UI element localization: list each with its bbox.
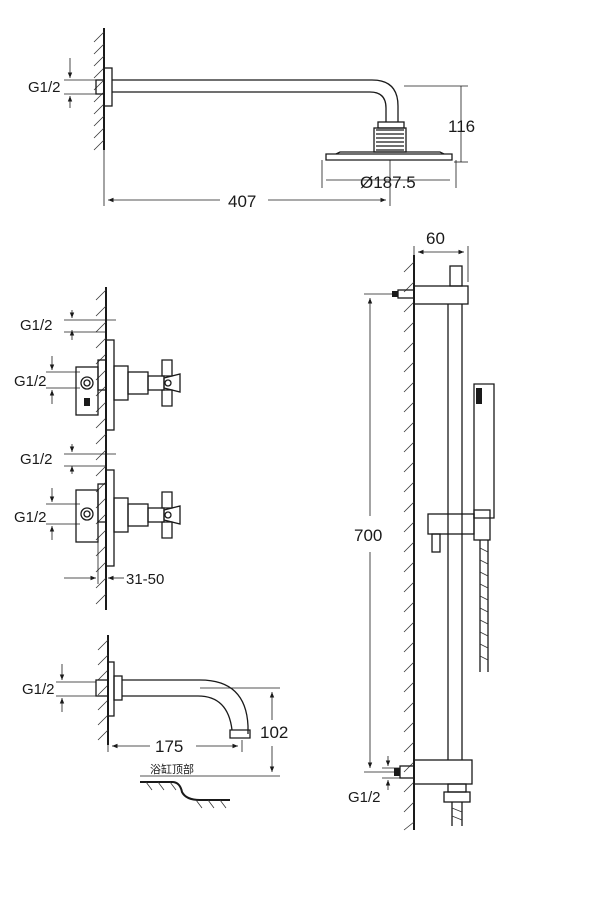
lower-valve	[75, 469, 181, 567]
hand-shower	[473, 383, 495, 541]
wall-hatch-valves	[95, 289, 107, 605]
bathtub-hatch	[145, 781, 227, 809]
nut-ridges	[373, 127, 407, 153]
lower-valve-outlet-label: G1/2	[20, 451, 53, 468]
spout-height-dim: 102	[260, 723, 288, 742]
shower-head-diameter: Ø187.5	[360, 173, 416, 192]
spout-thread-label: G1/2	[22, 681, 55, 698]
upper-valve	[75, 339, 181, 431]
upper-valve-inlet-label: G1/2	[14, 373, 47, 390]
wall-hatch-spout	[97, 639, 109, 741]
wall-hatch-slide	[403, 261, 415, 831]
valve-group: G1/2 G1/2 G1/2 G1/2	[14, 287, 181, 610]
shower-arm-length: 407	[228, 192, 256, 211]
shower-height-dim: 116	[448, 117, 475, 136]
slide-bar-height-dim: 700	[354, 526, 382, 545]
spout-length-dim: 175	[155, 737, 183, 756]
shower-head-assembly: G1/2 116 Ø187.5 407	[28, 28, 475, 211]
lower-valve-inlet-label: G1/2	[14, 509, 47, 526]
slide-bar-assembly: 60 700 G1/2	[348, 229, 495, 831]
wall-depth-range: 31-50	[126, 571, 164, 588]
bath-spout: G1/2 175 102 浴缸顶部	[22, 635, 288, 809]
slide-bar-width-dim: 60	[426, 229, 445, 248]
slide-bar-inlet-label: G1/2	[348, 789, 381, 806]
lower-hose-ribs	[451, 807, 463, 821]
bathtub-top-label: 浴缸顶部	[150, 762, 194, 776]
hose-ribs	[479, 547, 489, 661]
upper-valve-outlet-label: G1/2	[20, 317, 53, 334]
shower-thread-label: G1/2	[28, 79, 61, 96]
